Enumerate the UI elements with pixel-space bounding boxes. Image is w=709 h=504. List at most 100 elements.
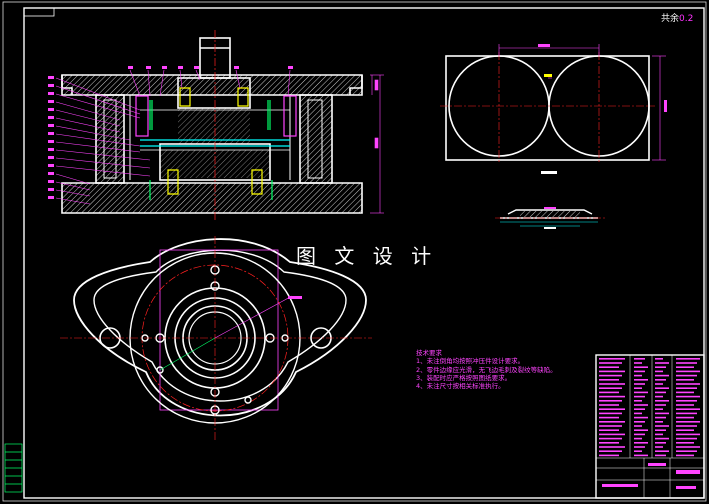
title-block-row-mark — [676, 374, 697, 377]
title-block-row-mark — [676, 358, 700, 360]
title-block-row-mark — [634, 429, 648, 431]
title-block-row-mark — [634, 450, 642, 452]
spring-right — [283, 95, 297, 137]
title-block-row-mark — [599, 429, 619, 431]
title-block-row-mark — [634, 366, 648, 368]
title-block-row-mark — [676, 416, 694, 419]
title-block-row-mark — [655, 362, 669, 364]
title-block-rows — [599, 358, 700, 457]
title-block-row-mark — [655, 429, 666, 431]
tech-note-3: 3、装配时应严格按照图纸要求。 — [416, 373, 512, 382]
title-block-row-mark — [634, 358, 645, 360]
title-block-row-mark — [599, 425, 622, 427]
watermark-text: 图 文 设 计 — [296, 244, 438, 268]
blank-layout-view — [440, 44, 667, 174]
title-block-row-mark — [634, 454, 648, 457]
title-block-row-mark — [599, 437, 622, 440]
title-block-row-mark — [634, 400, 642, 402]
title-block-row-mark — [599, 387, 622, 389]
title-block-row-mark — [676, 421, 700, 423]
title-block-row-mark — [634, 387, 642, 389]
tech-notes: 技术要求 1、未注倒角均按照冲压件设计要求。 2、零件边缘应光滑，无飞边毛刺及裂… — [416, 349, 557, 390]
title-block-row-mark — [599, 454, 619, 457]
spring-left — [135, 95, 149, 137]
title-block-row-mark — [676, 437, 697, 440]
title-block-row-mark — [655, 450, 669, 452]
formed-part-section — [495, 207, 605, 229]
title-block-row-mark — [655, 387, 669, 389]
title-block-row-mark — [634, 437, 642, 440]
title-block-row-mark — [655, 437, 669, 440]
right-guide-outline — [299, 94, 333, 184]
title-block-row-mark — [676, 446, 700, 448]
right-guide-hatch — [300, 95, 332, 183]
title-block-row-mark — [599, 391, 619, 394]
title-block-row-mark — [634, 412, 642, 415]
title-block-row-mark — [599, 383, 625, 385]
title-block-row-mark — [676, 400, 697, 402]
corner-label-suffix: 0.2 — [679, 14, 694, 24]
title-block-row-mark — [599, 362, 622, 364]
title-block-row-mark — [599, 412, 622, 415]
title-block-row-mark — [599, 379, 619, 381]
title-block-row-mark — [599, 400, 622, 402]
punch-holder-outline — [177, 77, 251, 109]
title-block-row-mark — [655, 400, 669, 402]
title-block-row-mark — [655, 366, 666, 368]
top-left-code-box — [23, 7, 55, 17]
title-block-row-mark — [655, 408, 663, 410]
left-guide-hatch — [96, 95, 124, 183]
title-block-row-mark — [599, 442, 619, 444]
plan-view — [60, 236, 372, 440]
title-block-row-mark — [599, 395, 625, 398]
title-block-row-mark — [599, 404, 619, 406]
title-block-row-mark — [634, 408, 645, 410]
title-block-row-mark — [599, 450, 622, 452]
title-block-row-mark — [655, 412, 669, 415]
title-block-row-mark — [676, 429, 694, 431]
title-block-row-mark — [676, 395, 700, 398]
title-block-row-mark — [634, 433, 645, 436]
title-block-row-mark — [634, 374, 642, 377]
title-block-row-mark — [655, 374, 669, 377]
title-block-row-mark — [634, 404, 648, 406]
title-block-row-mark — [655, 391, 666, 394]
tech-note-2: 2、零件边缘应光滑，无飞边毛刺及裂纹等缺陷。 — [416, 365, 557, 374]
title-block-row-mark — [655, 446, 663, 448]
title-block-row-mark — [676, 362, 697, 364]
title-block-row-mark — [676, 370, 700, 373]
title-block-row-mark — [634, 379, 648, 381]
flange-outline — [73, 238, 367, 417]
title-block-row-mark — [599, 433, 625, 436]
title-block-row-mark — [599, 446, 625, 448]
title-block-row-mark — [655, 395, 663, 398]
title-block-row-mark — [676, 450, 697, 452]
title-block-row-mark — [634, 362, 642, 364]
title-block-row-mark — [676, 454, 694, 457]
title-block-row-mark — [676, 387, 697, 389]
part-number-ticks — [48, 66, 293, 199]
title-block-row-mark — [655, 442, 666, 444]
title-block-row-mark — [634, 416, 648, 419]
tech-note-1: 1、未注倒角均按照冲压件设计要求。 — [416, 357, 525, 366]
title-block-row-mark — [599, 408, 625, 410]
title-block-row-mark — [655, 379, 666, 381]
tech-note-4: 4、未注尺寸按相关标准执行。 — [416, 382, 505, 391]
upper-step-right — [349, 75, 363, 95]
part-leader-lines — [55, 69, 291, 205]
title-block-row-mark — [655, 454, 666, 457]
title-block-row-mark — [676, 412, 697, 415]
title-block-row-mark — [599, 366, 619, 368]
corner-label: 共余0.2 — [661, 11, 693, 24]
title-block-row-mark — [655, 425, 669, 427]
yellow-bolt-right — [237, 87, 263, 195]
title-block-row-mark — [599, 374, 622, 377]
title-block-row-mark — [676, 433, 700, 436]
lower-die-plate-hatch — [62, 183, 362, 213]
title-block-row-mark — [655, 370, 663, 373]
title-block-row-mark — [599, 416, 619, 419]
title-block-row-mark — [655, 421, 663, 423]
upper-die-plate-hatch — [62, 75, 362, 95]
title-block-row-mark — [676, 408, 700, 410]
